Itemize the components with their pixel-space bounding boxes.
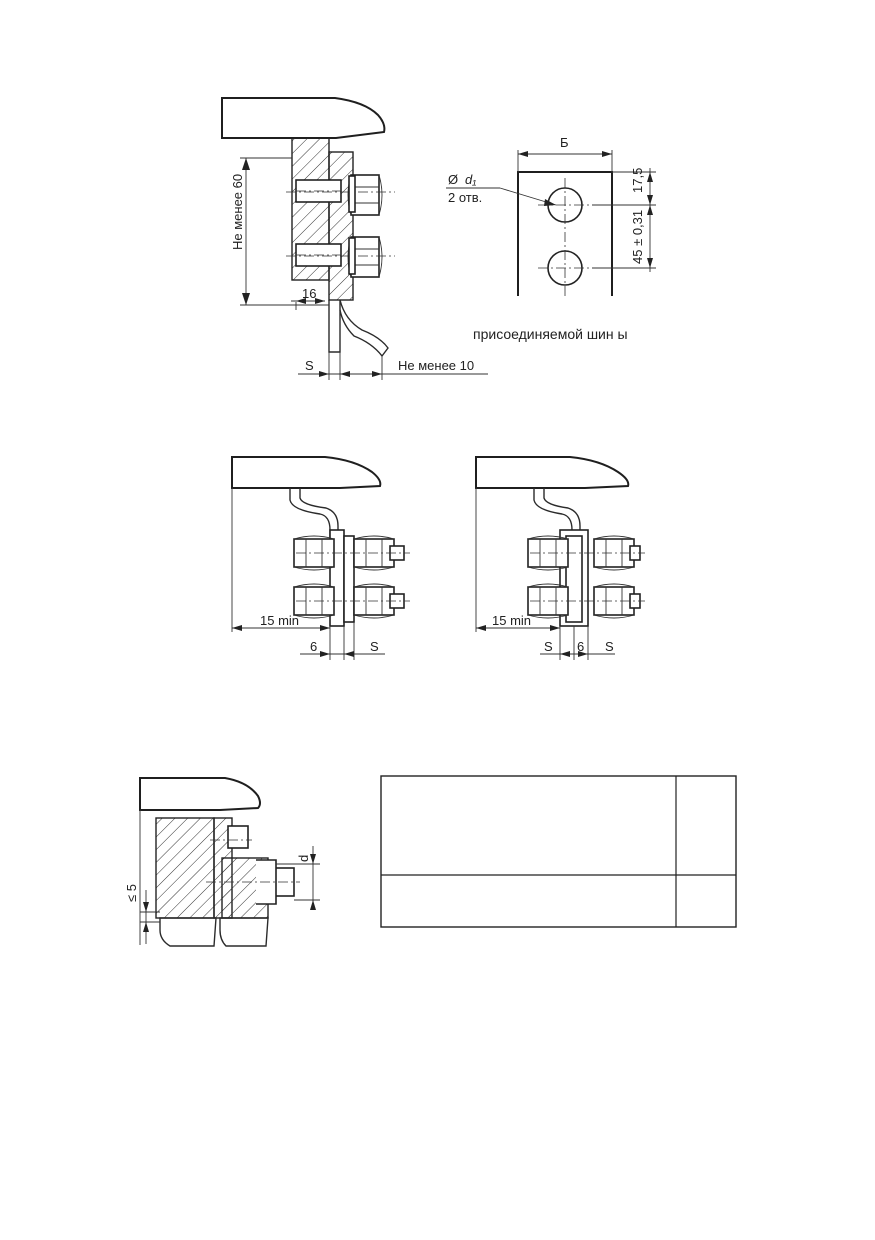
dim-16-label: 16 <box>302 286 316 301</box>
hole-count-label: 2 отв. <box>448 190 482 205</box>
empty-table <box>380 775 737 928</box>
dim-min-label: 15 min <box>260 613 299 628</box>
dim-10-label: Не менее 10 <box>398 358 474 373</box>
dim-s-left-label: S <box>544 639 553 654</box>
busbar-shape <box>139 777 261 811</box>
dim-s-label: S <box>370 639 379 654</box>
plate-caption: присоединяемой шин ы <box>473 326 628 342</box>
hole-symbol: Ø <box>448 172 458 187</box>
dim-s-right-label: S <box>605 639 614 654</box>
clamp-body <box>155 817 215 919</box>
dim-min-label: 15 min <box>492 613 531 628</box>
figure-top-section: Не менее 60 16 S Не менее 10 <box>221 97 488 380</box>
dim-6-label: 6 <box>577 639 584 654</box>
busbar-shape <box>475 456 630 489</box>
figure-plate-section: Б 17,5 45 ± 0,31 Ø d₁ 2 отв. присоединяе… <box>446 135 656 342</box>
dim-top-label: 17,5 <box>630 168 645 193</box>
dim-6-label: 6 <box>310 639 317 654</box>
dim-pitch-label: 45 ± 0,31 <box>630 210 645 264</box>
clamp-plate <box>328 151 354 301</box>
plate-width-label: Б <box>560 135 569 150</box>
busbar-shape <box>231 456 382 489</box>
dim-s-label: S <box>305 358 314 373</box>
plate-outline <box>517 171 613 296</box>
busbar-shape <box>221 97 386 139</box>
hole-dim-label: d₁ <box>465 172 476 187</box>
dim-d-label: d <box>296 855 311 862</box>
figure-mid-right-section: 15 min S 6 S <box>475 456 645 660</box>
figure-bottom-section: d ≤ 5 <box>124 777 320 947</box>
figure-mid-left-section: 15 min 6 S <box>231 456 410 660</box>
dim-gap-label: ≤ 5 <box>124 884 139 902</box>
dim-height-label: Не менее 60 <box>230 174 245 250</box>
